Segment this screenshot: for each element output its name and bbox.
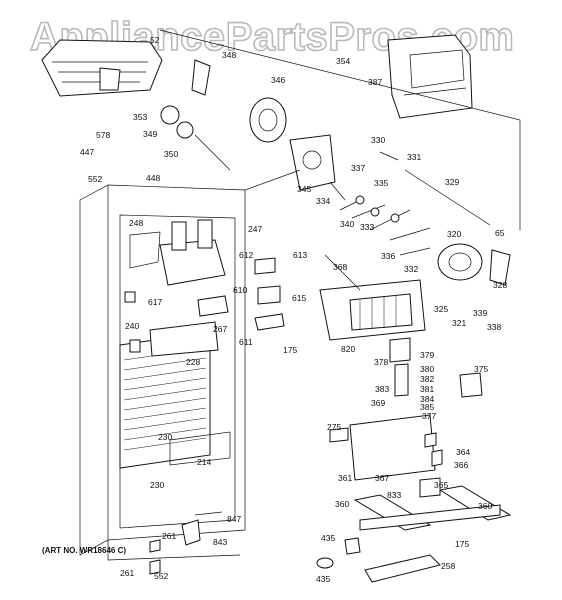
dispenser-housing-drawing [329,337,483,481]
callout-52: 52 [150,35,160,45]
callout-360: 360 [478,501,492,511]
callout-375: 375 [474,364,488,374]
callout-321: 321 [452,318,466,328]
callout-328: 328 [493,280,507,290]
callout-366: 366 [454,460,468,470]
callout-447: 447 [80,147,94,157]
callout-340: 340 [340,219,354,229]
callout-364: 364 [456,447,470,457]
callout-329: 329 [445,177,459,187]
callout-275: 275 [327,422,341,432]
callout-360: 360 [335,499,349,509]
callout-335: 335 [374,178,388,188]
ice-bucket-drawing [41,39,163,97]
callout-258: 258 [441,561,455,571]
callout-381: 381 [420,384,434,394]
callout-240: 240 [125,321,139,331]
evaporator-drawing [119,321,231,469]
callout-228: 228 [186,357,200,367]
callout-175: 175 [455,539,469,549]
callout-325: 325 [434,304,448,314]
callout-384: 384 [420,394,434,404]
callout-337: 337 [351,163,365,173]
callout-267: 267 [213,324,227,334]
callout-334: 334 [316,196,330,206]
callout-613: 613 [293,250,307,260]
callout-331: 331 [407,152,421,162]
callout-610: 610 [233,285,247,295]
cabinet-edge [159,29,521,230]
callout-611: 611 [239,337,253,347]
callout-230: 230 [158,432,172,442]
auger-motor-drawing [160,59,287,171]
callout-320: 320 [447,229,461,239]
bottom-left-parts-drawing [107,511,241,575]
callout-346: 346 [271,75,285,85]
callout-615: 615 [292,293,306,303]
callout-339: 339 [473,308,487,318]
callout-448: 448 [146,173,160,183]
icemaker-drawing [319,254,426,341]
art-number: (ART NO. WR18646 C) [42,546,126,555]
callout-552: 552 [88,174,102,184]
callout-847: 847 [227,514,241,524]
callout-345: 345 [297,184,311,194]
callout-348: 348 [222,50,236,60]
bracket-345-drawing [289,134,336,191]
callout-350: 350 [164,149,178,159]
callout-617: 617 [148,297,162,307]
callout-378: 378 [374,357,388,367]
small-parts-left-drawing [124,257,285,353]
callout-336: 336 [381,251,395,261]
callout-332: 332 [404,264,418,274]
callout-382: 382 [420,374,434,384]
kickplate-drawing [316,537,441,583]
callout-175: 175 [283,345,297,355]
callout-369: 369 [371,398,385,408]
callout-361: 361 [338,473,352,483]
callout-379: 379 [420,350,434,360]
callout-367: 367 [375,473,389,483]
callout-833: 833 [387,490,401,500]
callout-65: 65 [495,228,505,238]
callout-387: 387 [368,77,382,87]
callout-552: 552 [154,571,168,581]
callout-338: 338 [487,322,501,332]
callout-214: 214 [197,457,211,467]
callout-435: 435 [321,533,335,543]
callout-354: 354 [336,56,350,66]
callout-377: 377 [422,411,436,421]
callout-820: 820 [341,344,355,354]
callout-368: 368 [333,262,347,272]
callout-248: 248 [129,218,143,228]
callout-843: 843 [213,537,227,547]
callout-380: 380 [420,364,434,374]
support-rails-drawing [353,477,512,531]
callout-578: 578 [96,130,110,140]
fan-assembly-drawing [129,219,226,286]
callout-261: 261 [120,568,134,578]
callout-365: 365 [434,480,448,490]
callout-385: 385 [420,402,434,412]
callout-383: 383 [375,384,389,394]
linkage-parts-drawing [329,151,491,256]
callout-333: 333 [360,222,374,232]
callout-612: 612 [239,250,253,260]
callout-353: 353 [133,112,147,122]
callout-330: 330 [371,135,385,145]
callout-435: 435 [316,574,330,584]
callout-247: 247 [248,224,262,234]
callout-349: 349 [143,129,157,139]
callout-261: 261 [162,531,176,541]
dispenser-door-drawing [387,34,473,119]
callout-230: 230 [150,480,164,490]
motor-320-drawing [437,243,511,286]
